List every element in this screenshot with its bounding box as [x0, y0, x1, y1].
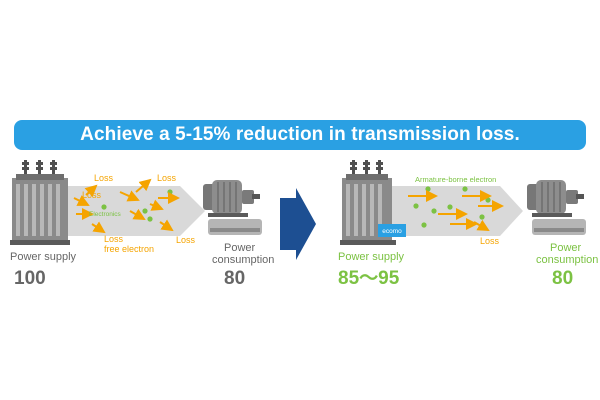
right-supply-value: 85～95: [338, 268, 400, 289]
left-loss-label-1: Loss: [94, 173, 114, 183]
right-consumption-label-2: consumption: [536, 254, 598, 266]
right-consumption-label-1: Power: [550, 242, 582, 254]
right-consumption-value: 80: [552, 268, 573, 289]
left-free-electron-label: free electron: [104, 244, 154, 254]
left-loss-label-5: Loss: [176, 235, 196, 245]
right-supply-label: Power supply: [338, 251, 405, 263]
left-electronics-label: Electronics: [89, 211, 122, 218]
banner-title: Achieve a 5-15% reduction in transmissio…: [14, 120, 586, 150]
left-supply-label: Power supply: [10, 251, 77, 263]
ecomo-device: [378, 224, 406, 237]
left-loss-label-2: Loss: [157, 173, 177, 183]
left-loss-label-3: Loss: [82, 190, 102, 200]
transition-arrow: [280, 188, 316, 260]
left-loss-arrows: [73, 178, 180, 234]
right-flow-arrows: [408, 190, 504, 231]
left-ac-unit-icon: [208, 219, 262, 235]
right-loss-label: Loss: [480, 236, 500, 246]
left-consumption-value: 80: [224, 268, 245, 289]
left-supply-value: 100: [14, 268, 46, 289]
left-consumption-label-2: consumption: [212, 254, 274, 266]
left-transformer-icon: [10, 160, 70, 245]
armature-electron-label: Armature-borne electron: [415, 175, 496, 184]
right-motor-icon: [527, 180, 584, 217]
left-motor-icon: [203, 180, 260, 217]
right-ac-unit-icon: [532, 219, 586, 235]
left-loss-label-4: Loss: [104, 234, 124, 244]
left-consumption-label-1: Power: [224, 242, 256, 254]
ecomo-device-label: ecomo: [382, 228, 402, 235]
